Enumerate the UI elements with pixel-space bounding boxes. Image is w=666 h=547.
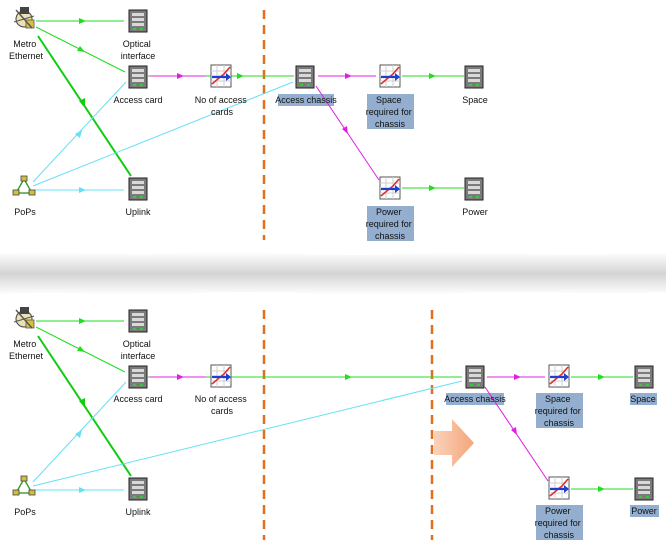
arrow-power-req-power <box>429 185 436 191</box>
arrow-metro-optical <box>79 18 86 24</box>
label-power: Power <box>462 207 488 217</box>
arrow-metro-accesscard <box>77 46 85 52</box>
label-space-required: Space required for chassis <box>535 394 584 428</box>
label-access-chassis: Access chassis <box>275 95 337 105</box>
label-space: Space <box>462 95 488 105</box>
label-access-card: Access card <box>113 394 162 404</box>
highlight-space <box>630 393 657 405</box>
chassis-icon[interactable] <box>464 65 484 89</box>
pops-network-icon[interactable] <box>12 175 36 196</box>
bottom-diagram: Metro Ethernet PoPs Optical interface Ac… <box>9 306 659 540</box>
arrow-power-req-power <box>598 486 605 492</box>
chassis-icon[interactable] <box>128 9 148 33</box>
pops-network-icon[interactable] <box>12 475 36 496</box>
torn-separator <box>0 251 666 296</box>
highlight-access-chassis <box>278 94 334 106</box>
arrow-pops-uplink <box>79 487 86 493</box>
chart-icon[interactable] <box>547 363 571 389</box>
chassis-icon[interactable] <box>128 177 148 201</box>
label-access-card: Access card <box>113 95 162 105</box>
label-power: Power <box>631 506 657 516</box>
label-uplink: Uplink <box>125 507 151 517</box>
label-metro-ethernet: Metro Ethernet <box>9 339 44 361</box>
label-no-of-access-cards: No of access cards <box>195 394 250 416</box>
top-diagram: Metro Ethernet PoPs Optical interface Ac… <box>9 6 488 241</box>
label-metro-ethernet: Metro Ethernet <box>9 39 44 61</box>
label-power-required: Power required for chassis <box>366 207 415 241</box>
label-optical-interface: Optical interface <box>121 339 156 361</box>
network-node-icon[interactable] <box>13 6 35 29</box>
link-pops-chassis <box>32 380 463 487</box>
chassis-icon[interactable] <box>634 365 654 389</box>
chart-icon[interactable] <box>209 63 233 89</box>
chart-icon[interactable] <box>378 63 402 89</box>
label-access-chassis: Access chassis <box>444 394 506 404</box>
shift-arrow <box>434 419 474 467</box>
chassis-icon[interactable] <box>295 65 315 89</box>
chassis-icon[interactable] <box>128 477 148 501</box>
arrow-chassis-power-req <box>342 126 348 134</box>
chart-icon[interactable] <box>547 475 571 501</box>
label-space-required: Space required for chassis <box>366 95 415 129</box>
highlight-access-chassis <box>446 393 504 405</box>
chassis-icon[interactable] <box>634 477 654 501</box>
arrow-chassis-power-req <box>511 427 517 435</box>
arrow-space-req-space <box>598 374 605 380</box>
highlight-power-required <box>536 505 583 540</box>
label-optical-interface: Optical interface <box>121 39 156 61</box>
label-no-of-access-cards: No of access cards <box>195 95 250 117</box>
label-pops: PoPs <box>14 507 36 517</box>
arrow-accesscard-num <box>177 374 184 380</box>
label-pops: PoPs <box>14 207 36 217</box>
chassis-icon[interactable] <box>128 365 148 389</box>
network-node-icon[interactable] <box>13 306 35 329</box>
arrow-metro-optical <box>79 318 86 324</box>
chart-icon[interactable] <box>209 363 233 389</box>
arrow-chassis-space-req <box>345 73 352 79</box>
highlight-power-required <box>367 206 414 241</box>
arrow-pops-accesscard <box>75 430 82 438</box>
arrow-metro-accesscard <box>77 346 85 352</box>
chassis-icon[interactable] <box>465 365 485 389</box>
chassis-icon[interactable] <box>128 65 148 89</box>
label-power-required: Power required for chassis <box>535 506 584 540</box>
highlight-power <box>630 505 659 517</box>
arrow-space-req-space <box>429 73 436 79</box>
arrow-accesscard-num <box>177 73 184 79</box>
arrow-accesscard-chassis <box>345 374 352 380</box>
chassis-icon[interactable] <box>128 309 148 333</box>
arrow-pops-accesscard <box>75 130 82 138</box>
highlight-space-required <box>536 393 583 428</box>
arrow-accesscard-chassis <box>237 73 244 79</box>
highlight-space-required <box>367 94 414 129</box>
arrow-metro-uplink <box>79 398 85 408</box>
arrow-chassis-space-req <box>514 374 521 380</box>
arrow-metro-uplink <box>79 98 85 108</box>
chart-icon[interactable] <box>378 175 402 201</box>
chassis-icon[interactable] <box>464 177 484 201</box>
link-pops-chassis <box>32 81 294 187</box>
arrow-pops-uplink <box>79 187 86 193</box>
label-uplink: Uplink <box>125 207 151 217</box>
label-space: Space <box>630 394 656 404</box>
